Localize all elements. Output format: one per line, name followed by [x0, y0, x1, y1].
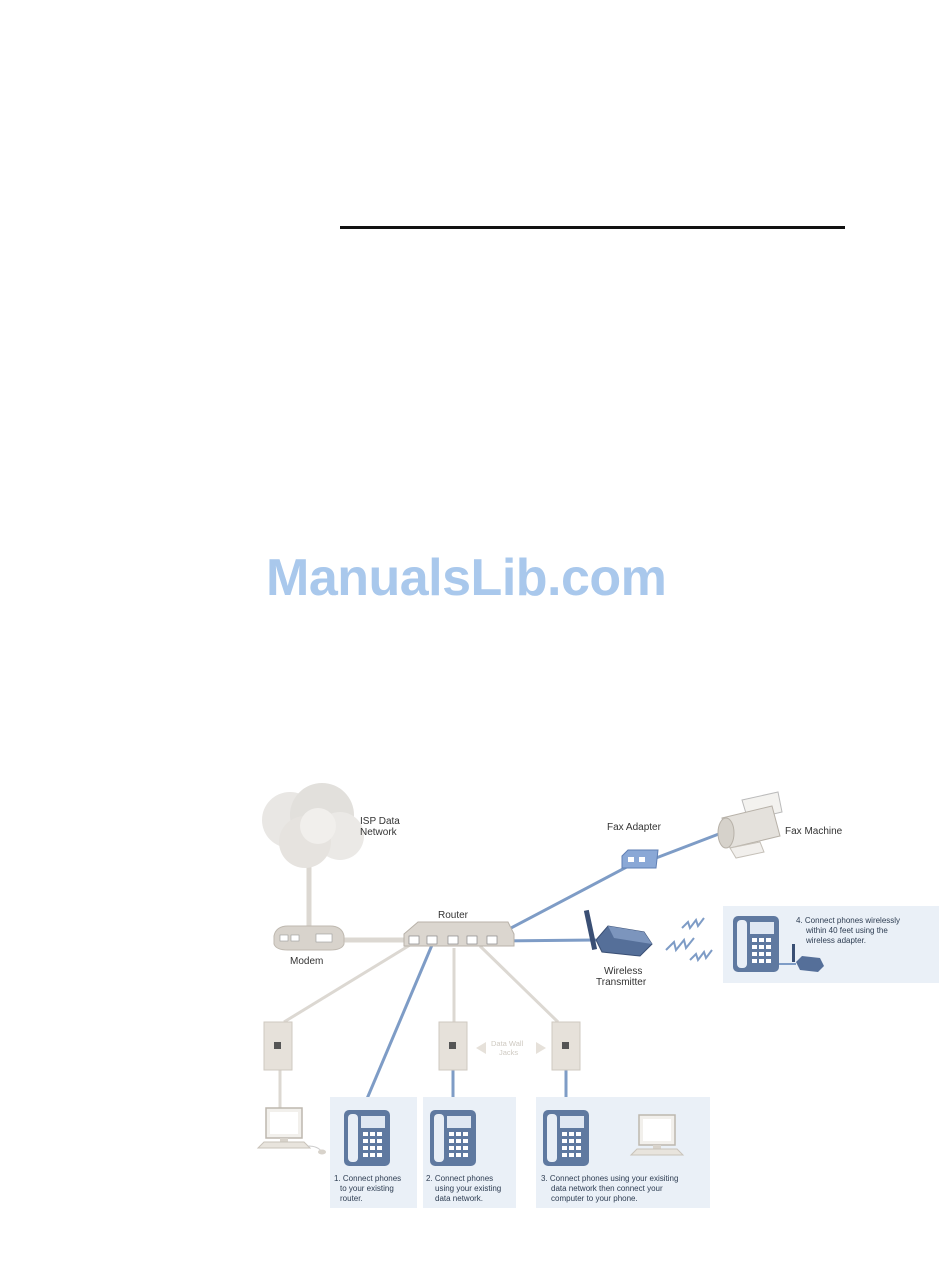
isp-label-line2: Network	[360, 827, 398, 838]
panel-1-line2: to your existing	[340, 1184, 394, 1193]
computer-left-icon	[258, 1108, 310, 1148]
fax-machine-icon	[718, 792, 782, 858]
router-jack-right-cable	[480, 946, 558, 1022]
panel-3-line3: computer to your phone.	[551, 1194, 638, 1203]
panel-2-line1: 2. Connect phones	[426, 1174, 493, 1183]
panel-3-line1: 3. Connect phones using your exisiting	[541, 1174, 678, 1183]
modem-icon	[274, 926, 344, 950]
phone-4-icon	[733, 916, 779, 972]
phone-2-icon	[430, 1110, 476, 1166]
panel-2-line2: using your existing	[435, 1184, 501, 1193]
cloud-icon	[262, 783, 364, 868]
panel-4-line2: within 40 feet using the	[805, 926, 888, 935]
computer-right-icon	[631, 1115, 683, 1155]
fax-adapter-label: Fax Adapter	[607, 822, 662, 833]
wireless-label-line2: Transmitter	[596, 977, 647, 988]
isp-label-line1: ISP Data	[360, 816, 400, 827]
wall-jack-mid	[439, 1022, 467, 1070]
panel-3-line2: data network then connect your	[551, 1184, 663, 1193]
panel-2-line3: data network.	[435, 1194, 483, 1203]
router-label: Router	[438, 910, 469, 921]
fax-adapter-icon	[622, 850, 658, 868]
wall-jack-right	[552, 1022, 580, 1070]
phone-3-icon	[543, 1110, 589, 1166]
panel-1-line3: router.	[340, 1194, 363, 1203]
router-icon	[404, 922, 514, 946]
faxadapter-fax-cable	[656, 832, 724, 858]
phone-1-icon	[344, 1110, 390, 1166]
data-wall-label-line2: Jacks	[499, 1048, 518, 1057]
wireless-signal-icon	[666, 918, 712, 960]
data-wall-label-line1: Data Wall	[491, 1039, 524, 1048]
panel-4-line1: 4. Connect phones wirelessly	[796, 916, 900, 925]
wall-jack-left	[264, 1022, 292, 1070]
modem-label: Modem	[290, 956, 323, 967]
router-faxadapter-cable	[494, 860, 640, 937]
panel-4-line3: wireless adapter.	[805, 936, 866, 945]
wireless-transmitter-icon	[584, 910, 652, 956]
fax-machine-label: Fax Machine	[785, 826, 843, 837]
panel-1-line1: 1. Connect phones	[334, 1174, 401, 1183]
wireless-label-line1: Wireless	[604, 966, 642, 977]
